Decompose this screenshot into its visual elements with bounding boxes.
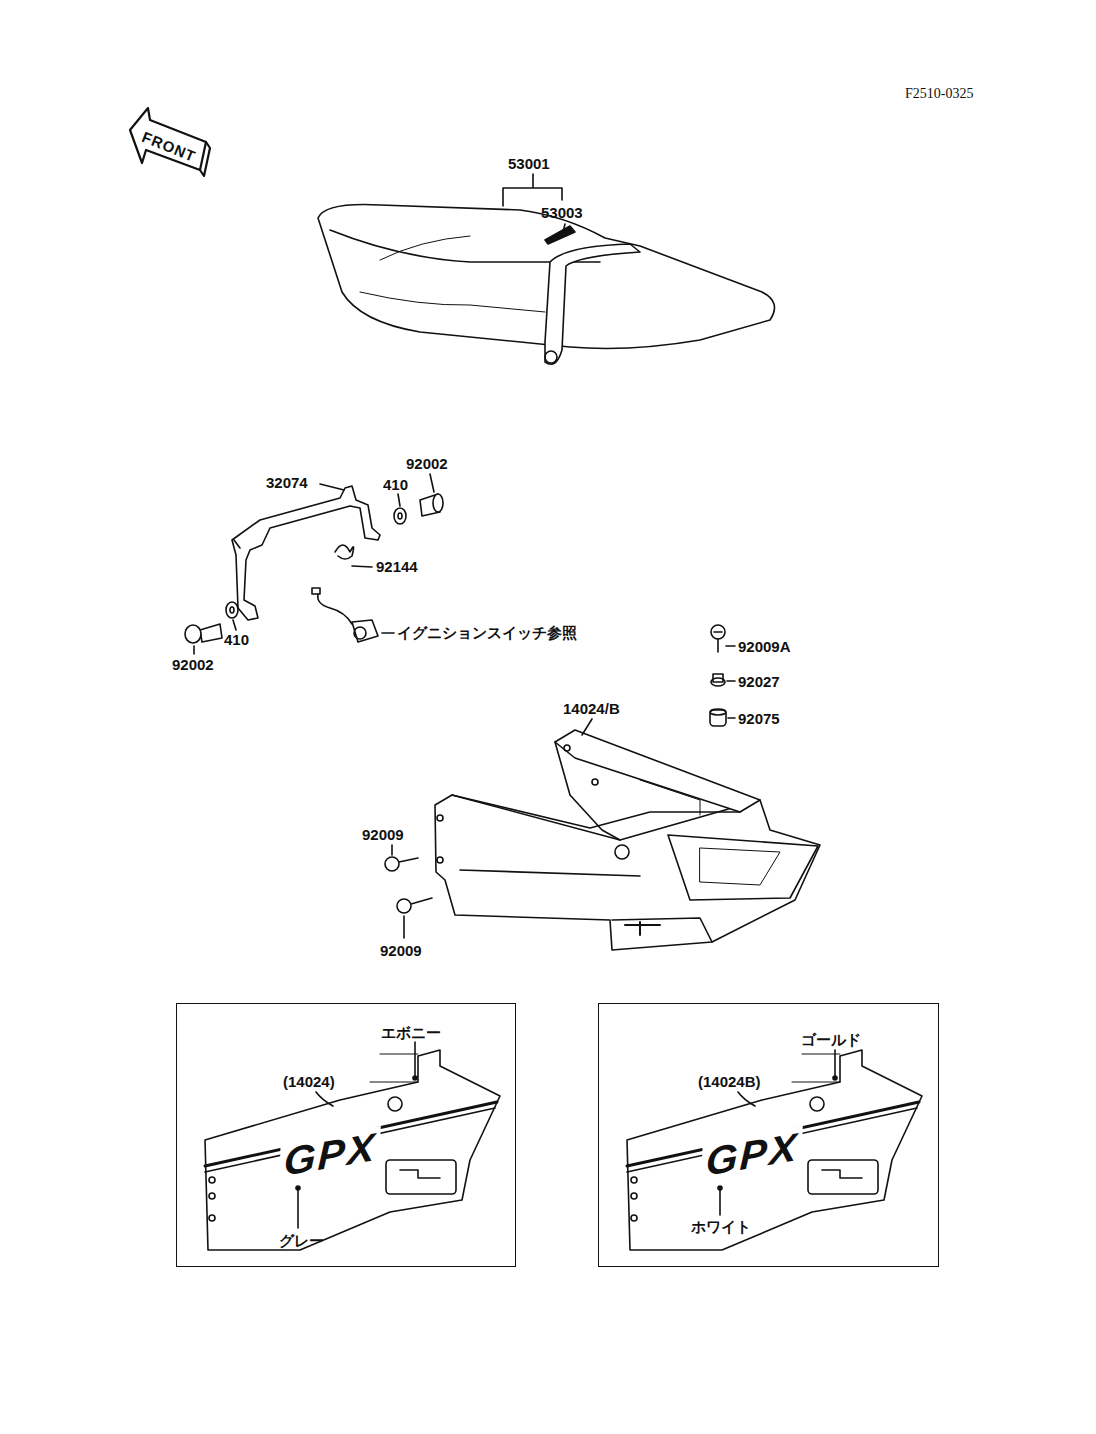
callout-number: 14024/B [563,700,620,717]
callout-number: 32074 [266,474,308,491]
callout-number: 92009A [738,638,791,655]
callout-number: 53001 [508,155,550,172]
callout-number: 92027 [738,673,780,690]
color-note: ゴールド [801,1031,861,1048]
callout-number: 92009 [362,826,404,843]
part-number: (14024) [283,1073,335,1090]
callout-number: 92002 [172,656,214,673]
inset-box: ゴールド (14024B) GPX ホワイト [598,1003,939,1267]
part-number: (14024B) [698,1073,761,1090]
callout-number: 92075 [738,710,780,727]
logo-text: GPX [701,1126,803,1182]
inset-box: エボニー (14024) GPX グレー [176,1003,516,1267]
callout-number: 410 [383,476,408,493]
reference-note: イグニションスイッチ参照 [397,624,577,641]
callout-number: 92009 [380,942,422,959]
color-note: グレー [279,1232,324,1249]
logo-text: GPX [279,1126,381,1182]
drawing-number: F2510-0325 [905,86,973,102]
color-note: ホワイト [691,1218,751,1235]
callout-number: 410 [224,631,249,648]
callout-number: 92144 [376,558,418,575]
callout-number: 92002 [406,455,448,472]
callout-number: 53003 [541,204,583,221]
color-note: エボニー [381,1024,441,1041]
